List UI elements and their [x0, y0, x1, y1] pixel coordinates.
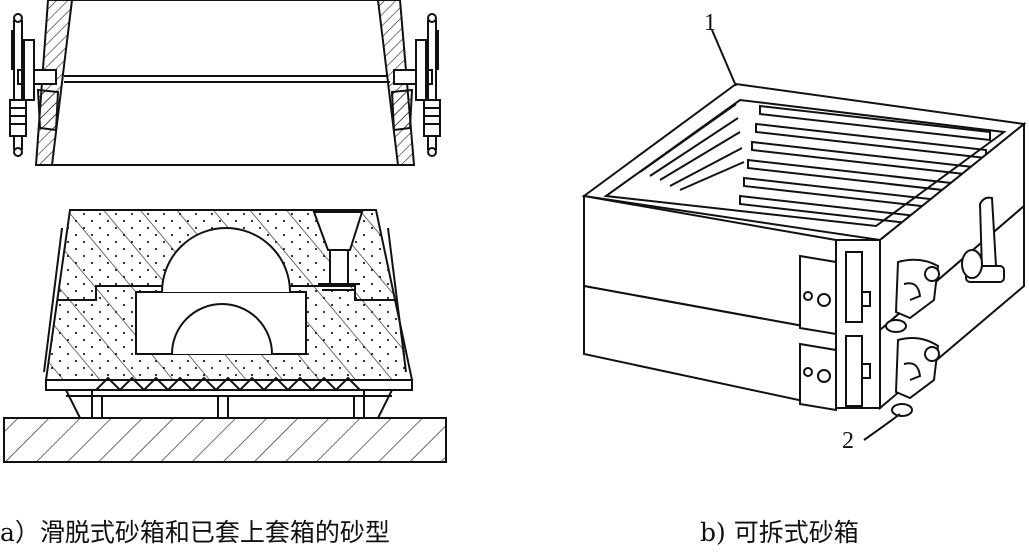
hinge-lower	[799, 335, 871, 412]
sand-mold	[3, 209, 447, 463]
callout-2: 2	[842, 428, 854, 454]
callout-1: 1	[704, 10, 716, 36]
pouring-cup	[312, 211, 364, 251]
locating-pin-upper	[885, 319, 907, 333]
locating-pin-lower	[891, 403, 913, 417]
floor	[3, 417, 447, 463]
sliding-flask	[9, 0, 441, 166]
handle	[961, 196, 1005, 283]
leader-line-2	[863, 413, 901, 441]
clamp-lower	[894, 337, 940, 400]
board-ribs	[95, 376, 361, 392]
right-guide-pin	[390, 13, 441, 157]
casting-dome	[171, 303, 273, 355]
hinge-upper	[799, 251, 871, 336]
caption-a: a）滑脱式砂箱和已套上套箱的砂型	[0, 518, 390, 547]
clamp-upper	[894, 258, 940, 320]
leader-line-1	[711, 29, 737, 87]
detachable-flask	[581, 29, 1027, 441]
left-guide-pin	[9, 13, 60, 157]
caption-b: b) 可拆式砂箱	[700, 518, 859, 547]
